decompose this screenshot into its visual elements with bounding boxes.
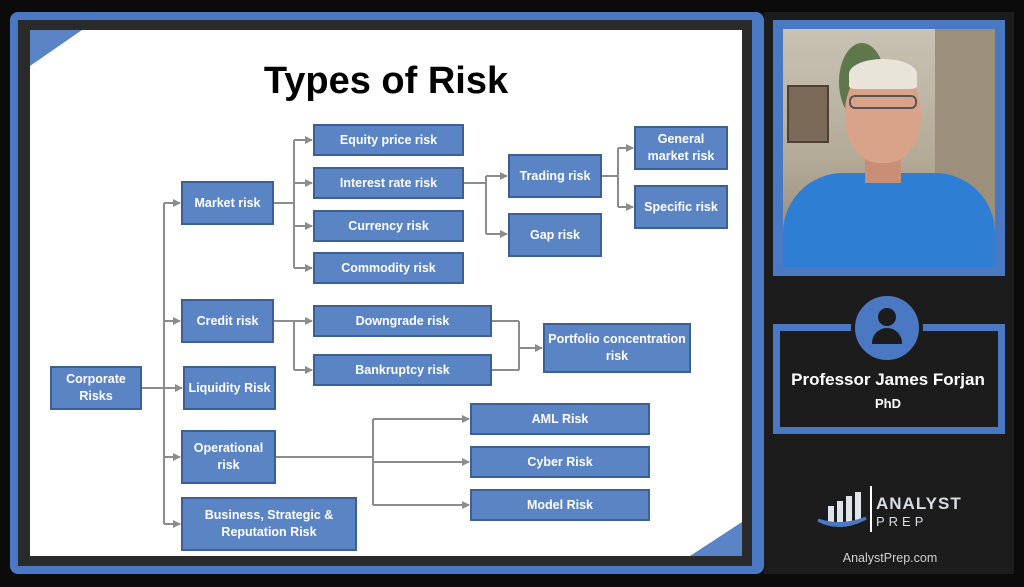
node-gap-risk: Gap risk <box>508 213 602 257</box>
node-general-market-risk: General market risk <box>634 126 728 170</box>
logo-text-prep: PREP <box>876 514 928 529</box>
node-corporate-risks: Corporate Risks <box>50 366 142 410</box>
node-market-risk: Market risk <box>181 181 274 225</box>
node-portfolio-concentration-risk: Portfolio concentration risk <box>543 323 691 373</box>
logo-separator <box>870 486 872 532</box>
user-avatar-head <box>878 308 896 326</box>
node-bankruptcy-risk: Bankruptcy risk <box>313 354 492 386</box>
presenter-name: Professor James Forjan <box>791 370 985 389</box>
node-model-risk: Model Risk <box>470 489 650 521</box>
node-downgrade-risk: Downgrade risk <box>313 305 492 337</box>
corner-decoration <box>30 30 82 66</box>
node-equity-price-risk: Equity price risk <box>313 124 464 156</box>
node-trading-risk: Trading risk <box>508 154 602 198</box>
presenter-title: PhD <box>875 396 901 411</box>
logo-text-analyst: ANALYST <box>876 494 962 513</box>
node-commodity-risk: Commodity risk <box>313 252 464 284</box>
node-operational-risk: Operational risk <box>181 430 276 484</box>
slide-title: Types of Risk <box>263 60 509 102</box>
node-interest-rate-risk: Interest rate risk <box>313 167 464 199</box>
corner-decoration <box>690 522 742 556</box>
analystprep-logo-icon <box>817 492 867 527</box>
node-aml-risk: AML Risk <box>470 403 650 435</box>
node-liquidity-risk: Liquidity Risk <box>183 366 276 410</box>
connector-lines <box>142 136 634 528</box>
node-credit-risk: Credit risk <box>181 299 274 343</box>
site-url: AnalystPrep.com <box>842 551 938 565</box>
presenter-video <box>783 29 995 267</box>
node-specific-risk: Specific risk <box>634 185 728 229</box>
slide: Types of Risk <box>30 30 742 556</box>
node-currency-risk: Currency risk <box>313 210 464 242</box>
user-avatar-body <box>872 328 902 344</box>
node-cyber-risk: Cyber Risk <box>470 446 650 478</box>
user-avatar-icon <box>851 292 923 364</box>
node-business-risk: Business, Strategic & Reputation Risk <box>181 497 357 551</box>
